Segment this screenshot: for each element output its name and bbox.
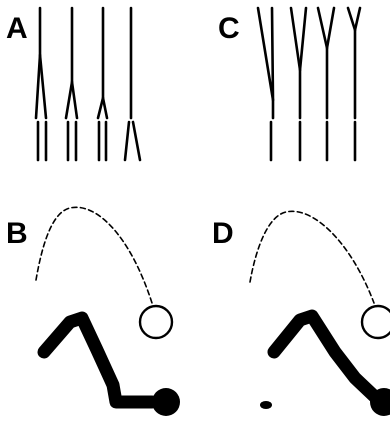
panel-b-filled-ball [152, 388, 180, 416]
panel-d-dashed-trajectory [250, 211, 374, 303]
panel-d-detached-blob [260, 401, 272, 409]
panel-a-strand-1 [36, 8, 46, 160]
panel-b-open-circle [140, 306, 172, 338]
panel-a-strand-4 [125, 8, 140, 160]
panel-d-thick-limb [274, 316, 374, 396]
panel-a-label: A [6, 12, 28, 45]
panel-c-strand-4 [348, 8, 360, 160]
panel-a-strand-3 [98, 8, 107, 160]
panel-d-open-circle [362, 306, 390, 338]
panel-d-label: D [212, 217, 234, 250]
panel-b-label: B [6, 217, 28, 250]
panel-c: C [218, 8, 360, 160]
panel-b-thick-limb [44, 318, 152, 402]
panel-b: B [6, 207, 180, 416]
panel-d: D [212, 211, 390, 416]
panel-c-strand-2 [291, 8, 306, 160]
panel-a-strand-2 [66, 8, 77, 160]
panel-a: A [6, 8, 140, 160]
panel-c-strand-1 [258, 8, 273, 160]
panel-c-strand-3 [318, 8, 334, 160]
panel-c-label: C [218, 12, 240, 45]
panel-b-dashed-trajectory [36, 207, 152, 303]
